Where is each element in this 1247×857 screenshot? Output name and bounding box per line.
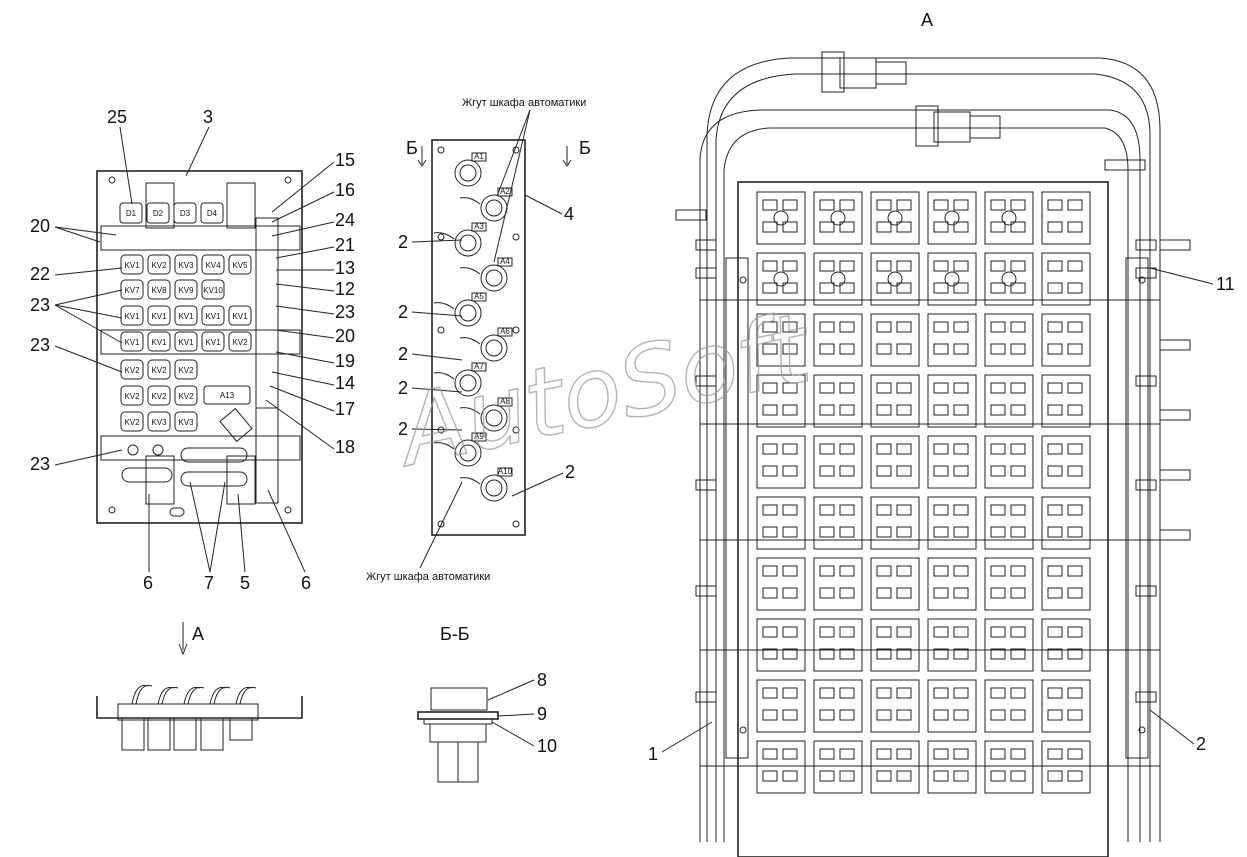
relay-label: KV5 bbox=[232, 261, 248, 270]
relay-label: KV1 bbox=[124, 261, 140, 270]
relay-label: KV2 bbox=[151, 261, 167, 270]
callout-11: 11 bbox=[1216, 274, 1235, 294]
callout-2-d: 2 bbox=[398, 378, 408, 398]
callout-2-e: 2 bbox=[398, 419, 408, 439]
callout-6-right: 6 bbox=[301, 573, 311, 593]
callout-2-b: 2 bbox=[398, 302, 408, 322]
callout-4: 4 bbox=[564, 204, 574, 224]
callout-15: 15 bbox=[335, 150, 355, 170]
connector-label: A8 bbox=[500, 397, 510, 406]
callout-2-g: 2 bbox=[1196, 734, 1206, 754]
callout-18: 18 bbox=[335, 437, 355, 457]
diode-label: D1 bbox=[126, 209, 137, 218]
relay-label: KV4 bbox=[205, 261, 221, 270]
callout-20-left: 20 bbox=[30, 216, 50, 236]
callout-21: 21 bbox=[335, 235, 355, 255]
callout-9: 9 bbox=[537, 704, 547, 724]
section-mark-left: Б bbox=[406, 138, 418, 158]
callout-5: 5 bbox=[240, 573, 250, 593]
view-a-title: А bbox=[921, 10, 933, 30]
callout-13: 13 bbox=[335, 258, 355, 278]
connector-label: A9 bbox=[474, 432, 484, 441]
callout-3: 3 bbox=[203, 107, 213, 127]
callout-12: 12 bbox=[335, 279, 355, 299]
connector-label: A5 bbox=[474, 292, 484, 301]
connector-label: A10 bbox=[498, 467, 513, 476]
relay-label: KV8 bbox=[151, 286, 167, 295]
view-a-cabinet: А bbox=[675, 10, 1191, 857]
relay-label: KV2 bbox=[178, 366, 194, 375]
relay-label: KV2 bbox=[124, 366, 140, 375]
diode-label: D4 bbox=[207, 209, 218, 218]
relay-label: KV2 bbox=[178, 392, 194, 401]
connector-label: A2 bbox=[500, 187, 510, 196]
relay-label: KV1 bbox=[124, 312, 140, 321]
callout-25: 25 bbox=[107, 107, 127, 127]
relay-label: KV1 bbox=[205, 312, 221, 321]
relay-label: KV2 bbox=[232, 338, 248, 347]
callout-24: 24 bbox=[335, 210, 355, 230]
relay-label: KV1 bbox=[232, 312, 248, 321]
harness-note-top: Жгут шкафа автоматики bbox=[462, 97, 586, 109]
relay-label: KV10 bbox=[203, 286, 223, 295]
section-b-b-title: Б-Б bbox=[440, 624, 470, 644]
relay-label: KV2 bbox=[151, 366, 167, 375]
diode-label: D3 bbox=[180, 209, 191, 218]
relay-label: KV1 bbox=[151, 312, 167, 321]
callout-16: 16 bbox=[335, 180, 355, 200]
callout-10: 10 bbox=[537, 736, 557, 756]
callout-numbers-right: 11 1 2 bbox=[648, 267, 1235, 764]
relay-label: KV1 bbox=[178, 338, 194, 347]
callout-6-left: 6 bbox=[143, 573, 153, 593]
connector-label: A4 bbox=[500, 257, 510, 266]
section-marks: Б Б Жгут шкафа автоматики Жгут шкафа авт… bbox=[366, 97, 591, 583]
relay-label: KV3 bbox=[178, 261, 194, 270]
connector-label: A1 bbox=[474, 152, 484, 161]
autosoft-watermark: AutoSoft bbox=[385, 291, 822, 489]
callout-20-right: 20 bbox=[335, 326, 355, 346]
callout-22: 22 bbox=[30, 264, 50, 284]
callout-23-mid: 23 bbox=[30, 335, 50, 355]
callout-14: 14 bbox=[335, 373, 355, 393]
callout-23-bottom: 23 bbox=[30, 454, 50, 474]
relay-label: KV2 bbox=[124, 392, 140, 401]
callout-8: 8 bbox=[537, 670, 547, 690]
view-a-arrow-label: А bbox=[192, 624, 204, 644]
diode-label: D2 bbox=[153, 209, 164, 218]
relay-label: KV2 bbox=[124, 418, 140, 427]
callout-7: 7 bbox=[204, 573, 214, 593]
callout-1: 1 bbox=[648, 744, 658, 764]
harness-note-bottom: Жгут шкафа автоматики bbox=[366, 571, 490, 583]
callout-19: 19 bbox=[335, 351, 355, 371]
relay-label: KV2 bbox=[151, 392, 167, 401]
connector-label: A7 bbox=[474, 362, 484, 371]
relay-label: KV1 bbox=[178, 312, 194, 321]
callout-2-a: 2 bbox=[398, 232, 408, 252]
relay-label: KV3 bbox=[151, 418, 167, 427]
relay-label: KV7 bbox=[124, 286, 140, 295]
relay-label: KV1 bbox=[124, 338, 140, 347]
section-b-b: Б-Б 8 9 10 bbox=[417, 624, 557, 783]
side-view-a: А bbox=[96, 622, 303, 751]
callout-17: 17 bbox=[335, 399, 355, 419]
callout-numbers-left: 25 3 15 16 24 21 13 12 23 20 19 14 17 18… bbox=[30, 107, 355, 593]
section-mark-right: Б bbox=[579, 138, 591, 158]
relay-label: KV1 bbox=[151, 338, 167, 347]
callout-2-c: 2 bbox=[398, 344, 408, 364]
callout-23-top: 23 bbox=[30, 295, 50, 315]
relay-label: KV3 bbox=[178, 418, 194, 427]
callout-23-right: 23 bbox=[335, 302, 355, 322]
relay-label: KV1 bbox=[205, 338, 221, 347]
callout-2-f: 2 bbox=[565, 462, 575, 482]
connector-label: A3 bbox=[474, 222, 484, 231]
module-a13-label: A13 bbox=[220, 391, 235, 400]
connector-label: A6 bbox=[500, 327, 510, 336]
relay-label: KV9 bbox=[178, 286, 194, 295]
